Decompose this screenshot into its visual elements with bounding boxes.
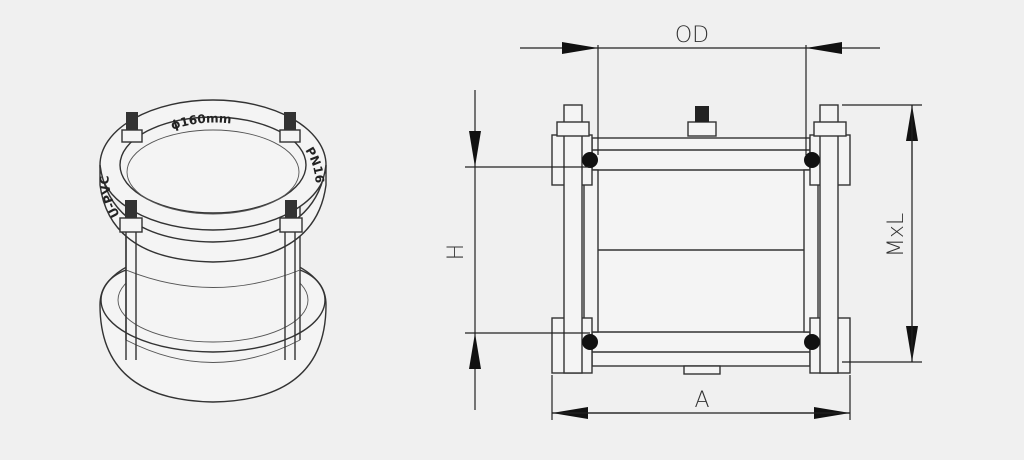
- svg-text:OD: OD: [675, 23, 709, 48]
- bolt-icon: [119, 200, 143, 233]
- svg-text:A: A: [694, 388, 709, 413]
- bolt-icon: [121, 112, 143, 143]
- o-ring: [804, 152, 820, 168]
- isometric-view: ϕ160mm U-PVC PN16: [97, 99, 327, 403]
- svg-text:MxL: MxL: [884, 213, 909, 257]
- section-view: [551, 104, 851, 375]
- dimension-od: OD: [520, 23, 880, 155]
- dimension-h: H: [444, 90, 590, 410]
- o-ring: [804, 334, 820, 350]
- dimension-mxl: MxL: [842, 104, 922, 363]
- svg-text:H: H: [444, 244, 469, 261]
- center-bolt-icon: [683, 106, 721, 375]
- bolt-icon: [279, 112, 301, 143]
- bolt-icon: [279, 200, 303, 233]
- o-ring: [582, 334, 598, 350]
- dimension-a: A: [551, 375, 851, 420]
- o-ring: [582, 152, 598, 168]
